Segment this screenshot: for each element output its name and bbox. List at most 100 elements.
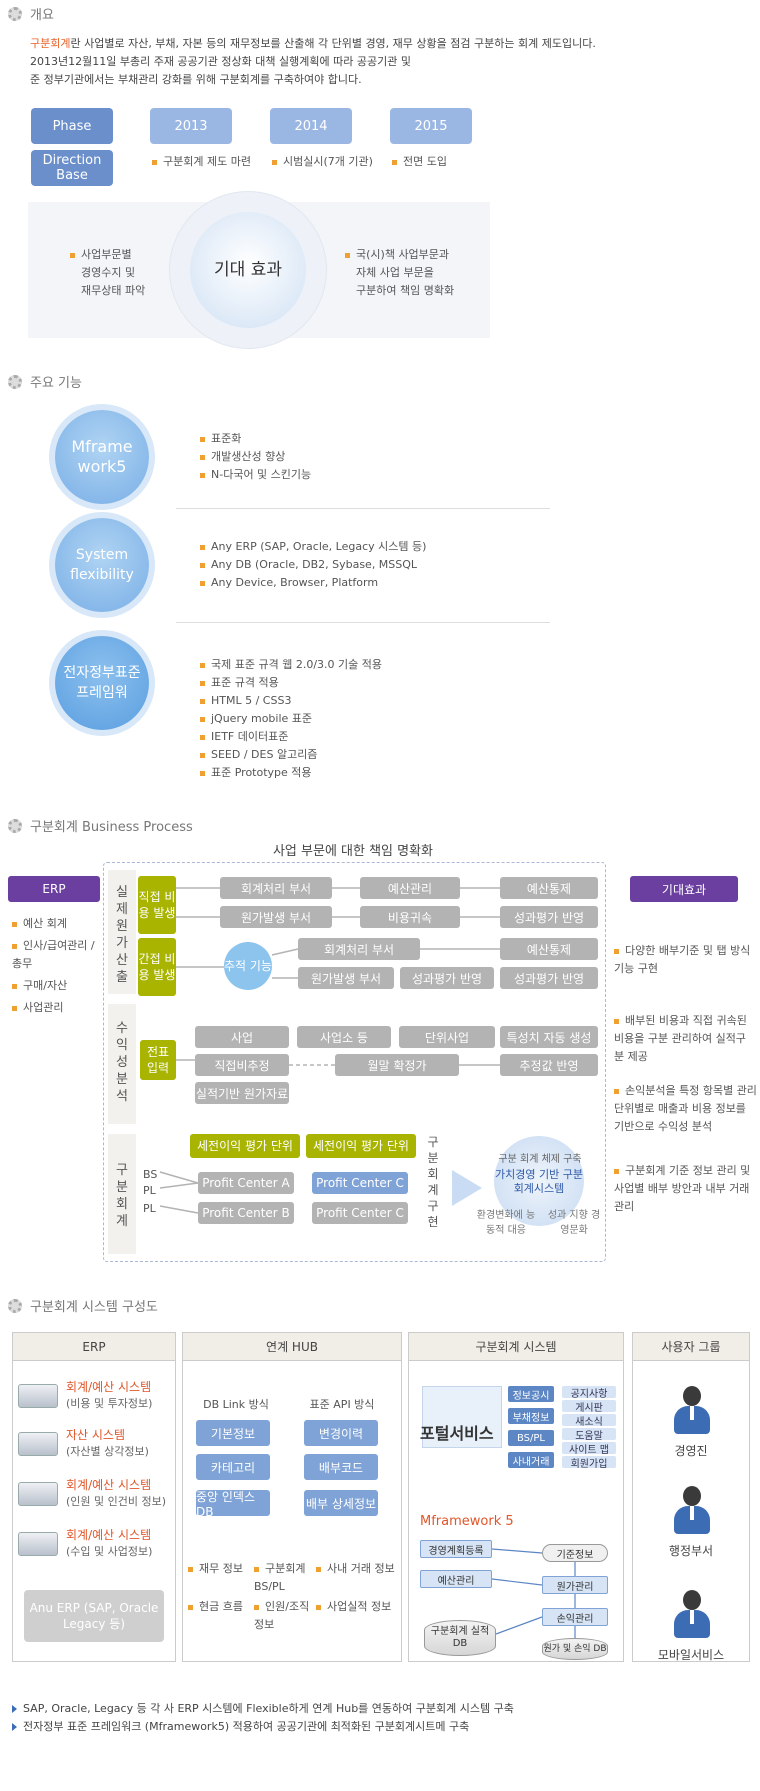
row-bg — [108, 1004, 136, 1124]
effect-right-line: 구분하여 책임 명확화 — [356, 284, 455, 297]
process-box: 사업소 등 — [297, 1026, 391, 1048]
section-structure-header: 구분회계 시스템 구성도 — [8, 1296, 158, 1315]
arrow-icon — [452, 1170, 482, 1206]
divider — [176, 622, 550, 623]
erp-system: 회계/예산 시스템 — [66, 1380, 152, 1394]
feature-item: N-다국어 및 스킨기능 — [200, 466, 311, 484]
indirect-cost: 간접 비용 발생 — [138, 938, 176, 996]
process-box: 원가발생 부서 — [298, 967, 394, 989]
hub-note: 현금 흐름 — [188, 1598, 243, 1616]
panel-header: 연계 HUB — [183, 1333, 401, 1361]
row-bg — [108, 1134, 136, 1254]
direct-cost: 직접 비용 발생 — [138, 876, 176, 934]
mfw-box: 손익관리 — [542, 1608, 608, 1626]
user-label: 모바일서비스 — [657, 1648, 725, 1662]
panel-header: 구분회계 시스템 — [409, 1333, 623, 1361]
erp-item: 인사/급여관리 /총무 — [12, 937, 98, 973]
server-icon — [18, 1532, 58, 1556]
hub-method: DB Link 방식 — [203, 1398, 269, 1411]
user-icon — [672, 1386, 712, 1434]
feature-item: Any Device, Browser, Platform — [200, 574, 378, 592]
effect-left-line: 경영수지 및 — [81, 266, 136, 279]
year-box: 2015 — [390, 108, 472, 144]
process-box: 성과평가 반영 — [400, 967, 494, 989]
effect-item: 다양한 배부기준 및 탭 방식 기능 구현 — [614, 942, 754, 978]
gear-icon — [8, 6, 22, 21]
hub-note: 사내 거래 정보 — [316, 1560, 395, 1578]
hub-method: 표준 API 방식 — [309, 1398, 375, 1411]
feature-item: 표준 규격 적용 — [200, 674, 279, 692]
year-box: 2014 — [270, 108, 352, 144]
mfw-box: 원가관리 — [542, 1576, 608, 1594]
portal-sub: 도움말 — [562, 1428, 616, 1442]
erp-system-sub: (자산별 상각정보) — [66, 1445, 149, 1458]
process-box: 예산관리 — [360, 877, 460, 899]
process-box: 특성치 자동 생성 — [500, 1026, 598, 1048]
mfw-connectors — [491, 1548, 576, 1638]
process-box: 원가발생 부서 — [220, 906, 332, 928]
feature-circle: Mframe work5 — [55, 410, 149, 504]
any-erp-box: Anu ERP (SAP, Oracle Legacy 등) — [24, 1590, 164, 1642]
year-note: 시범실시(7개 기관) — [272, 153, 373, 171]
portal-menu: 정보공시 — [508, 1386, 554, 1402]
intro-text: 구분회계란 사업별로 자산, 부채, 자본 등의 재무정보를 산출해 각 단위별… — [30, 35, 730, 89]
user-icon — [672, 1590, 712, 1638]
erp-system: 자산 시스템 — [66, 1428, 126, 1442]
effect-tag: 기대효과 — [630, 876, 738, 902]
feature-circle: System flexibility — [55, 518, 149, 612]
hub-note: 사업실적 정보 — [316, 1598, 391, 1616]
server-icon — [18, 1482, 58, 1506]
hub-note: 인원/조직 정보 — [254, 1598, 316, 1634]
process-box: 회계처리 부서 — [220, 877, 332, 899]
hub-button: 중앙 인덱스 DB — [196, 1490, 270, 1519]
erp-item: 예산 회계 — [12, 915, 67, 933]
hub-button: 카테고리 — [196, 1454, 270, 1480]
footer-note: SAP, Oracle, Legacy 등 각 사 ERP 시스템에 Flexi… — [12, 1700, 514, 1717]
effect-left-line: 사업부문별 — [70, 246, 145, 264]
gear-icon — [8, 818, 22, 833]
effect-item: 구분회계 기준 정보 관리 및 사업별 배부 방안과 내부 거래 관리 — [614, 1162, 754, 1216]
feature-item: Any ERP (SAP, Oracle, Legacy 시스템 등) — [200, 538, 426, 556]
user-label: 경영진 — [674, 1444, 708, 1458]
portal-menu: 부채정보 — [508, 1408, 554, 1424]
feature-item: Any DB (Oracle, DB2, Sybase, MSSQL — [200, 556, 417, 574]
server-icon — [18, 1384, 58, 1408]
section-title: 개요 — [30, 8, 54, 23]
feature-item: 표준 Prototype 적용 — [200, 764, 312, 782]
process-box: 예산통제 — [500, 877, 598, 899]
feature-item: HTML 5 / CSS3 — [200, 692, 291, 710]
footer-note: 전자정부 표준 프레임워크 (Mframework5) 적용하여 공공기관에 최… — [12, 1718, 469, 1735]
section-title: 구분회계 시스템 구성도 — [30, 1300, 158, 1315]
year-box: 2013 — [150, 108, 232, 144]
hub-button: 배부코드 — [304, 1454, 378, 1480]
pl-label: PL — [143, 1184, 156, 1197]
effect-left-line: 재무상태 파악 — [81, 284, 146, 297]
process-box: 성과평가 반영 — [500, 906, 598, 928]
panel-header: 사용자 그룹 — [633, 1333, 749, 1361]
portal-sub: 회원가입 — [562, 1456, 616, 1470]
portal-sub: 공지사항 — [562, 1386, 616, 1400]
db-icon: 원가 및 손익 DB — [542, 1638, 608, 1660]
feature-item: 표준화 — [200, 430, 241, 448]
divider — [176, 508, 550, 509]
erp-system: 회계/예산 시스템 — [66, 1528, 152, 1542]
pl-label: PL — [143, 1202, 156, 1215]
portal-sub: 게시판 — [562, 1400, 616, 1414]
bs-label: BS — [143, 1168, 158, 1181]
feature-item: 개발생산성 향상 — [200, 448, 285, 466]
effect-right: 국(시)책 사업부문과 자체 사업 부문을 구분하여 책임 명확화 — [345, 246, 454, 300]
effect-center: 기대 효과 — [190, 212, 306, 328]
process-box: 월말 확정가 — [335, 1054, 459, 1076]
erp-tag: ERP — [8, 876, 100, 902]
effect-left: 사업부문별 경영수지 및 재무상태 파악 — [70, 246, 145, 300]
vertical-label: 실제원가산출 — [116, 885, 128, 985]
erp-item: 구매/자산 — [12, 977, 67, 995]
hub-button: 변경이력 — [304, 1420, 378, 1446]
profit-center: Profit Center C — [312, 1202, 408, 1224]
row-bg — [108, 870, 136, 994]
hub-button: 기본정보 — [196, 1420, 270, 1446]
panel-header: ERP — [13, 1333, 175, 1361]
vertical-label: 수익성분석 — [116, 1021, 128, 1104]
intro-line1: 란 사업별로 자산, 부채, 자본 등의 재무정보를 산출해 각 단위별 경영,… — [70, 37, 596, 50]
slip-input: 전표 입력 — [140, 1040, 176, 1080]
